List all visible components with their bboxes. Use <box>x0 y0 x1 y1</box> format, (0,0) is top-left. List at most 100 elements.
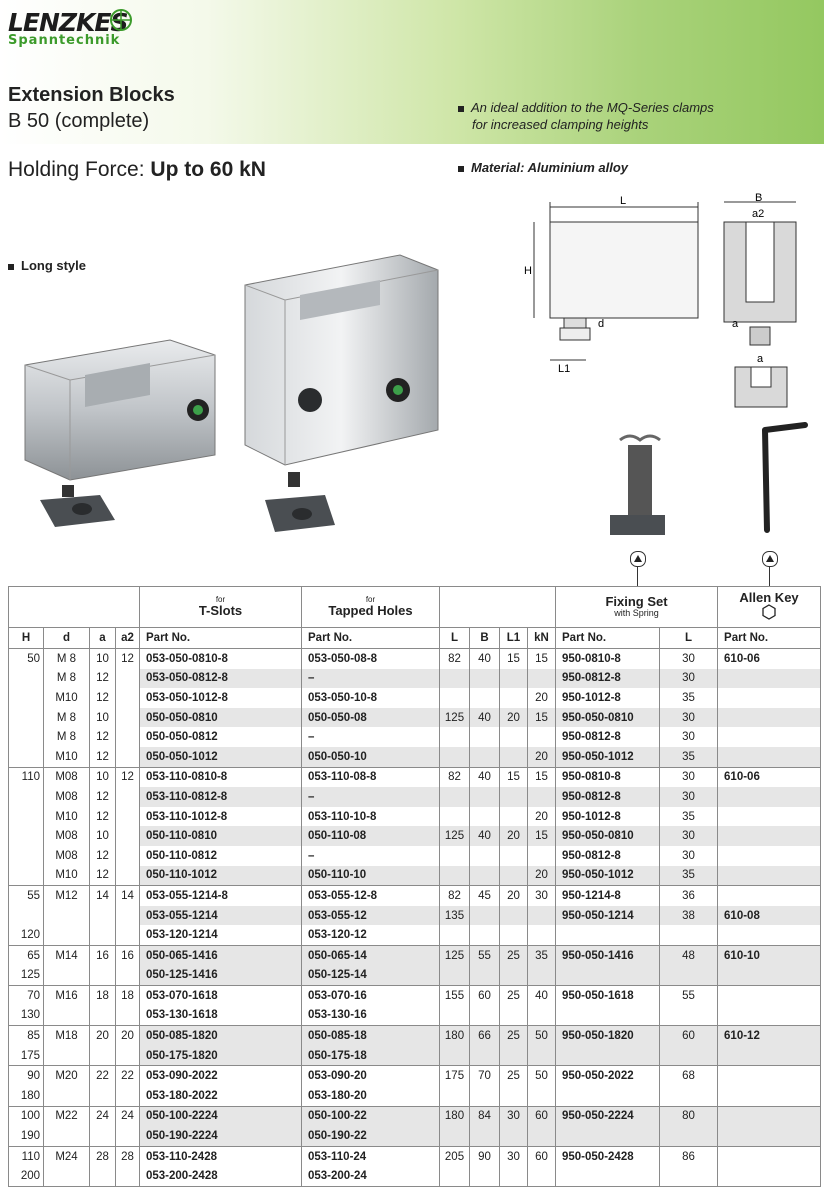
col-kN-cell <box>527 845 556 866</box>
col-tapped-part-no-cell: 053-180-20 <box>301 1086 440 1107</box>
col-L-cell <box>439 925 470 946</box>
col-tslot-part-no-cell: 050-050-0812 <box>139 727 302 747</box>
col-L-cell: 82 <box>439 647 470 669</box>
col-tapped-part-no-cell: – <box>301 787 440 807</box>
col-tapped-part-no-cell: 053-070-16 <box>301 985 440 1006</box>
col-allen-part-no-cell <box>717 885 822 906</box>
col-L-cell: 175 <box>439 1065 470 1087</box>
col-fixing-part-no-cell <box>555 965 660 986</box>
col-fixing-part-no-cell: 950-050-0810 <box>555 707 660 728</box>
col-fixing-L-cell: 30 <box>658 845 718 866</box>
col-tapped-part-no-cell: 053-130-16 <box>301 1005 440 1026</box>
col-fixing-part-no-cell <box>555 1166 660 1188</box>
col-tapped-part-no-cell: – <box>301 668 440 689</box>
col-a-cell <box>89 1005 116 1026</box>
col-a2-cell <box>115 905 140 926</box>
col-L1-cell: 20 <box>499 826 528 846</box>
col-B-cell <box>469 727 500 747</box>
col-a-cell: 18 <box>89 985 116 1006</box>
header-band: LENZKES Spanntechnik Extension Blocks B … <box>0 0 824 144</box>
col-L-cell <box>439 688 470 708</box>
col-a2-cell <box>115 865 140 886</box>
callout-line <box>769 566 770 586</box>
col-a2-cell <box>115 806 140 827</box>
col-tslot-part-no-cell: 050-125-1416 <box>139 965 302 986</box>
col-a-cell: 24 <box>89 1105 116 1127</box>
col-fixing-L-cell <box>658 925 718 946</box>
col-tslot-part-no-cell: 053-055-1214 <box>139 905 302 926</box>
col-d-cell <box>43 1166 90 1188</box>
col-L1-cell <box>499 1086 528 1107</box>
extension-block-tall-image <box>244 254 439 532</box>
col-tslot-part-no-cell: 053-090-2022 <box>139 1065 302 1087</box>
col-fixing-part-no-cell: 950-050-1820 <box>555 1025 660 1046</box>
col-d-cell <box>43 925 90 946</box>
page-title: Extension Blocks <box>8 84 175 106</box>
col-H-cell: 90 <box>8 1065 44 1087</box>
col-allen-part-no-cell <box>717 865 822 886</box>
col-fixing-part-no-cell: 950-050-2022 <box>555 1065 660 1087</box>
col-tslot-part-no-cell: 053-050-1012-8 <box>139 688 302 708</box>
col-fixing-L-cell: 30 <box>658 707 718 728</box>
bullet-square-icon <box>458 165 464 172</box>
col-L1-cell <box>499 905 528 926</box>
col-H-cell: 175 <box>8 1045 44 1066</box>
col-a-cell: 10 <box>89 647 116 669</box>
col-H-cell: 50 <box>8 647 44 669</box>
dim-H: H <box>524 265 532 277</box>
col-allen-part-no-cell <box>717 1065 822 1087</box>
col-d-cell: M12 <box>43 885 90 906</box>
col-B-cell <box>469 668 500 689</box>
col-a2-cell <box>115 826 140 846</box>
col-a-cell: 12 <box>89 787 116 807</box>
table-group-header: for T-Slots for Tapped Holes Fixing Set … <box>8 586 822 628</box>
bullet-square-icon <box>458 105 464 112</box>
col-fixing-L-cell <box>658 1126 718 1147</box>
col-a-cell: 12 <box>89 806 116 827</box>
col-L-cell <box>439 865 470 886</box>
col-tslot-part-no-cell: 053-110-2428 <box>139 1145 302 1167</box>
col-H-cell: 180 <box>8 1086 44 1107</box>
col-allen-part-no-cell <box>717 787 822 807</box>
col-tapped-part-no-cell: 053-055-12-8 <box>301 885 440 906</box>
col-d-cell <box>43 965 90 986</box>
col-L-cell: 82 <box>439 885 470 906</box>
col-tslot-part-no-cell: 050-190-2224 <box>139 1126 302 1147</box>
col-allen-part-no-cell: 610-08 <box>717 905 822 926</box>
col-a-cell <box>89 965 116 986</box>
col-a-cell: 12 <box>89 865 116 886</box>
col-L-cell <box>439 727 470 747</box>
col-kN-cell: 60 <box>527 1105 556 1127</box>
col-L1-cell <box>499 845 528 866</box>
col-allen-part-no-cell <box>717 806 822 827</box>
allen-key-group-header: Allen Key <box>717 586 822 628</box>
col-tslot-part-no-cell: 053-120-1214 <box>139 925 302 946</box>
col-tapped-part-no-cell: 053-200-24 <box>301 1166 440 1188</box>
col-H-cell <box>8 668 44 689</box>
col-tapped-part-no-cell: 053-120-12 <box>301 925 440 946</box>
col-L: L <box>439 627 470 649</box>
col-B-cell: 55 <box>469 944 500 966</box>
col-allen-part-no-cell <box>717 1126 822 1147</box>
col-fixing-L-cell: 30 <box>658 668 718 689</box>
col-H-cell: 100 <box>8 1105 44 1127</box>
col-fixing-L-cell: 48 <box>658 944 718 966</box>
col-kN-cell <box>527 727 556 747</box>
col-a2-cell: 12 <box>115 647 140 669</box>
col-tapped-part-no-cell: 050-065-14 <box>301 944 440 966</box>
feature-bullet-1-cont: for increased clamping heights <box>472 117 649 132</box>
col-kN-cell: 15 <box>527 766 556 788</box>
col-tslot-part-no-cell: 050-065-1416 <box>139 944 302 966</box>
col-fixing-part-no-cell <box>555 1126 660 1147</box>
col-a2-cell <box>115 746 140 768</box>
col-tapped-part-no-cell: – <box>301 845 440 866</box>
col-L1-cell <box>499 1166 528 1188</box>
col-B-cell: 45 <box>469 885 500 906</box>
